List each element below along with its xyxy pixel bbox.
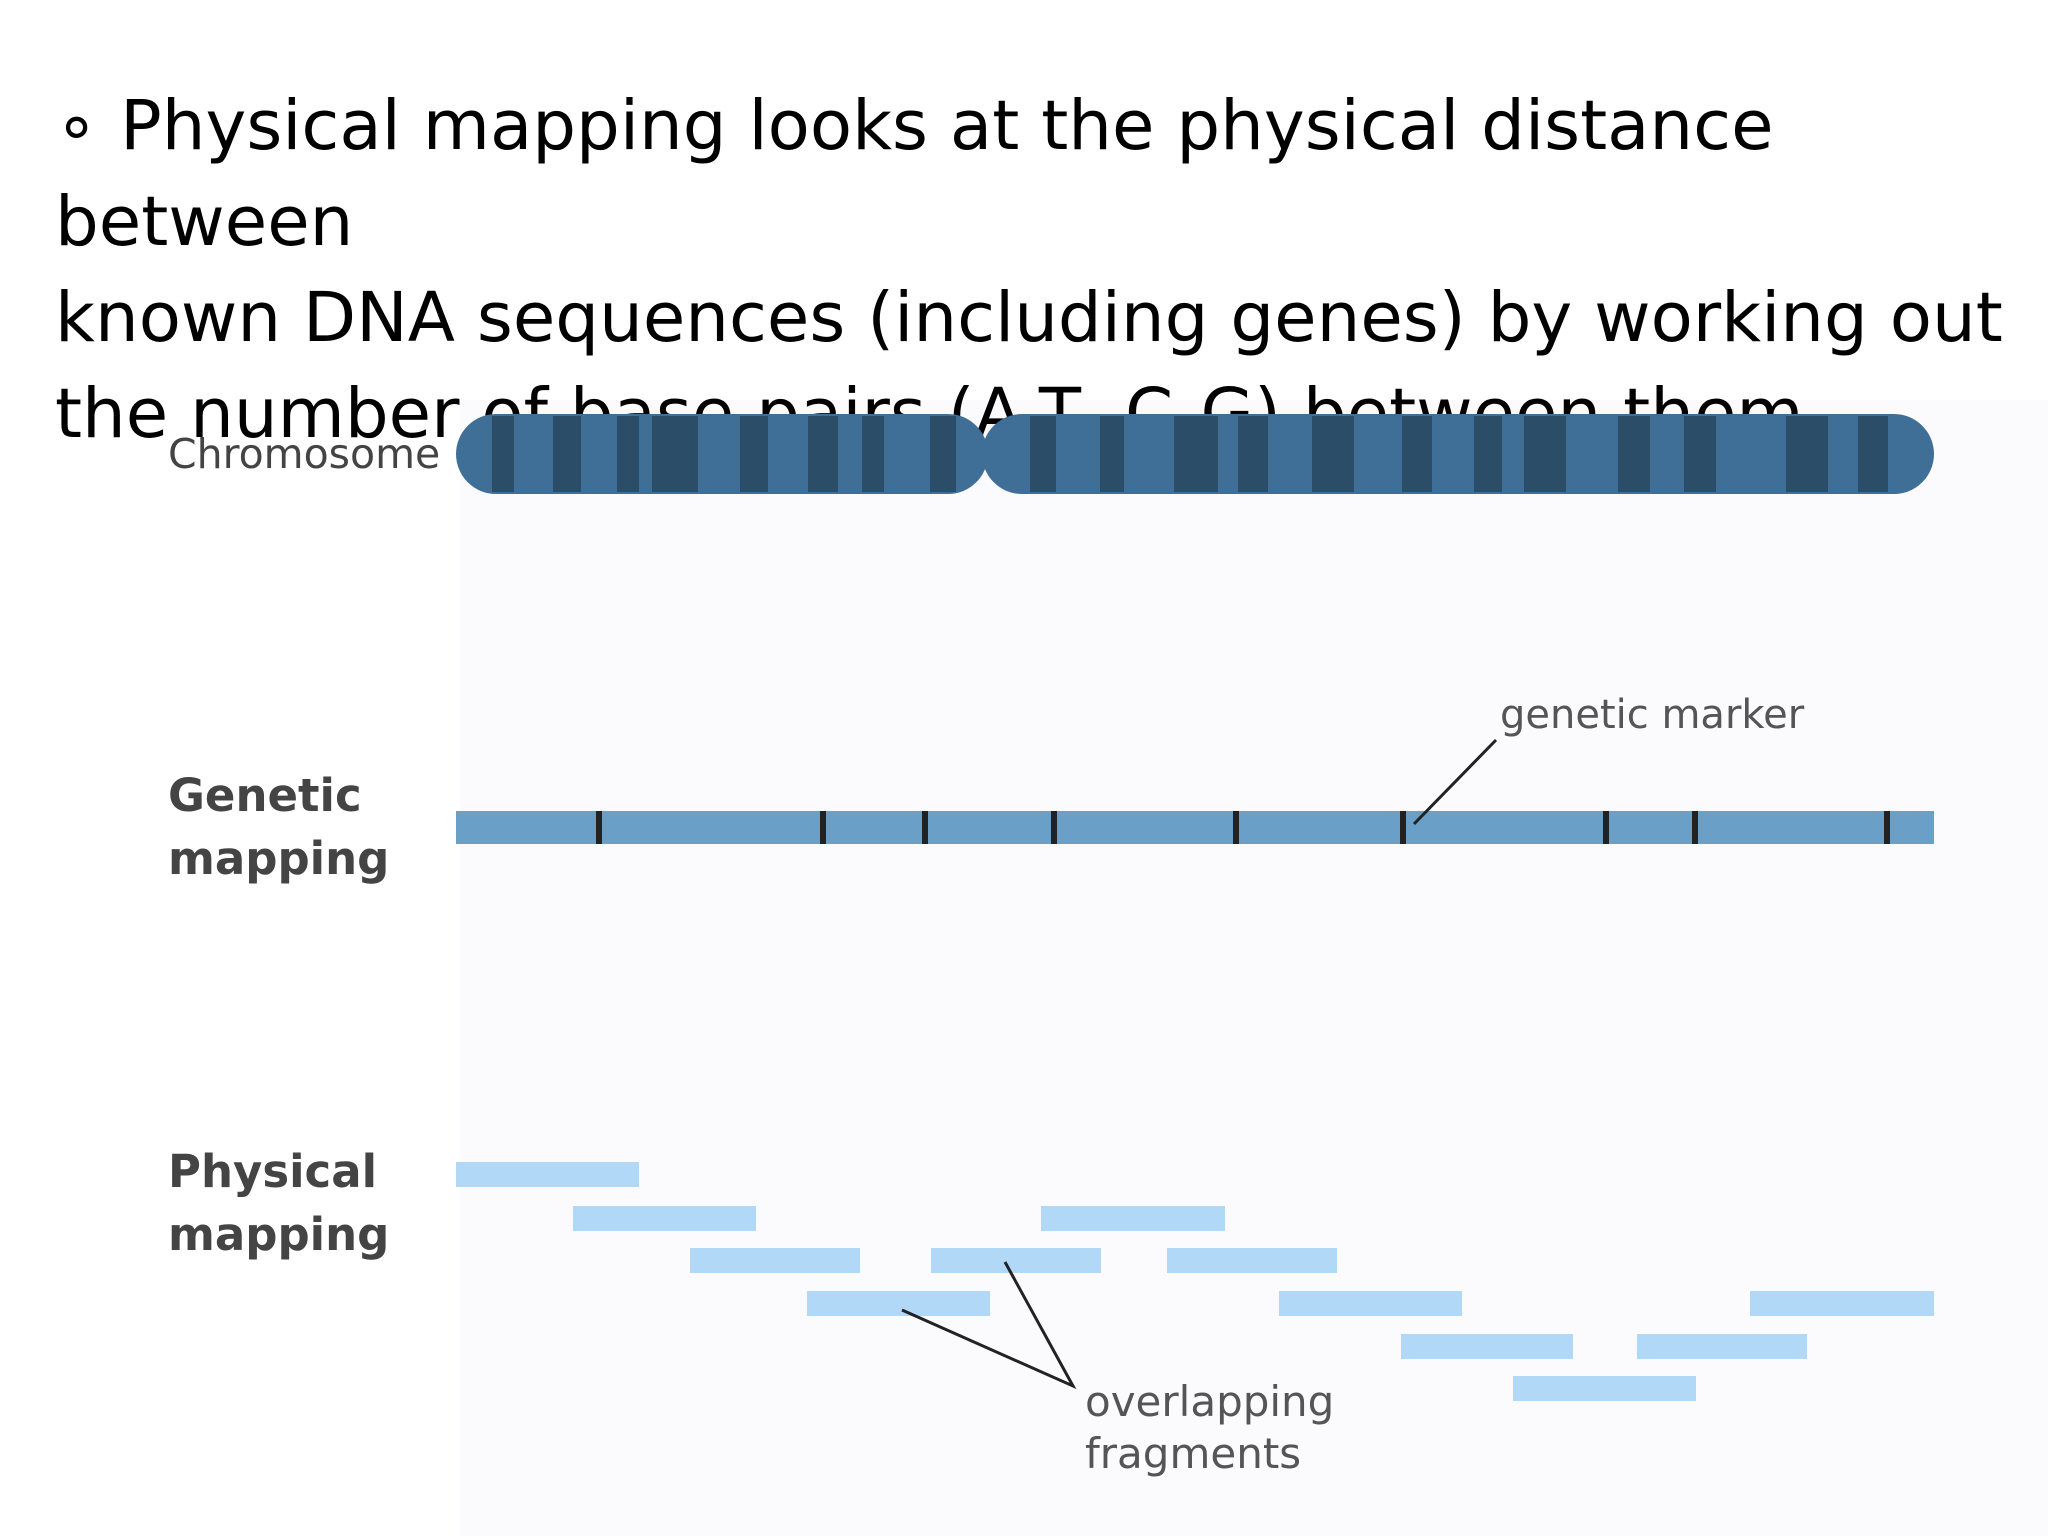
fragment-3 (690, 1248, 860, 1273)
fragment-10 (1513, 1376, 1696, 1401)
genetic-mapping-label: Genetic mapping (168, 769, 390, 885)
fragment-8 (1279, 1291, 1462, 1316)
chromosome-bands (492, 416, 1888, 492)
fragment-11 (1637, 1334, 1807, 1359)
fragment-1 (456, 1162, 639, 1187)
bullet-icon: ∘ (55, 86, 99, 166)
chromosome (456, 414, 1934, 494)
fragment-6 (1041, 1206, 1225, 1231)
chromosome-label: Chromosome (168, 430, 441, 478)
fragment-7 (1167, 1248, 1337, 1273)
overlap-pointers (901, 1261, 1077, 1390)
genetic-map (456, 738, 1934, 844)
chromosome-left-arm (456, 414, 988, 494)
physical-fragments (456, 1162, 1934, 1401)
genetic-marker-pointer (1412, 738, 1498, 826)
physical-mapping-label: Physical mapping (168, 1145, 390, 1261)
overlapping-fragments-annotation: overlapping fragments (1085, 1377, 1335, 1478)
fragment-5 (931, 1248, 1101, 1273)
fragment-2 (573, 1206, 756, 1231)
text-line-2: known DNA sequences (including genes) by… (55, 278, 2003, 358)
text-line-1: Physical mapping looks at the physical d… (55, 86, 1774, 262)
fragment-9 (1401, 1334, 1573, 1359)
genetic-markers (596, 811, 1890, 844)
fragment-4 (807, 1291, 990, 1316)
fragment-12 (1750, 1291, 1934, 1316)
genetic-marker-annotation: genetic marker (1500, 692, 1805, 738)
genetic-bar (456, 811, 1934, 844)
